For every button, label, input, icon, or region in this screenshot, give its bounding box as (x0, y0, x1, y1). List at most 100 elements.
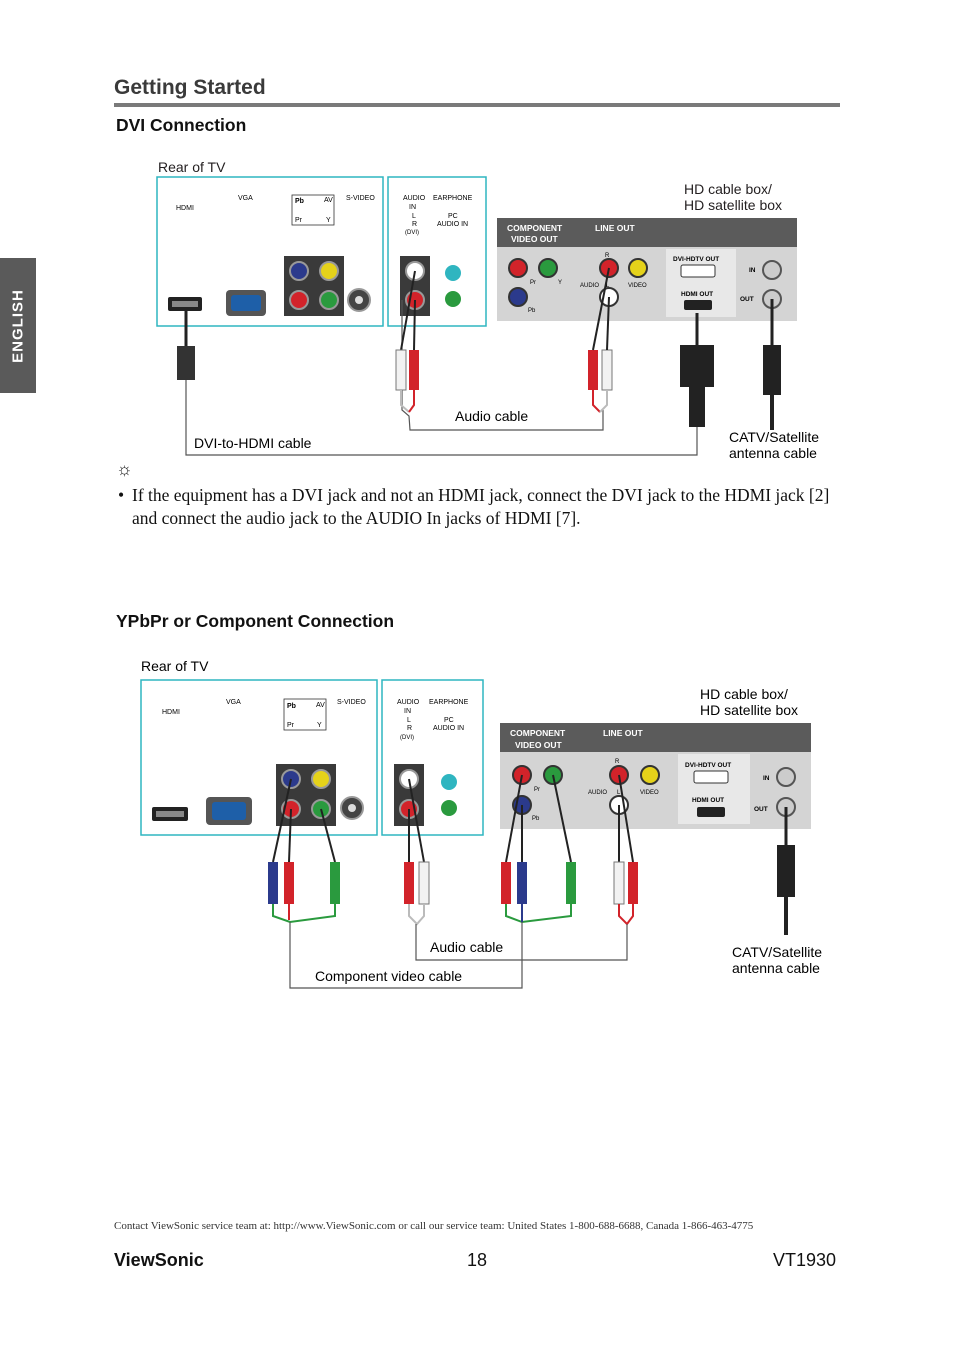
component-connection-diagram: Rear of TV HD cable box/ HD satellite bo… (140, 658, 822, 989)
tv-pb-jack (289, 261, 309, 281)
svg-text:R: R (615, 759, 620, 765)
comp-audio-cable (404, 774, 638, 961)
comp-video-cable-label: Component video cable (315, 968, 462, 984)
svg-text:(DVI): (DVI) (405, 230, 419, 236)
svg-text:Pb: Pb (532, 816, 540, 822)
hdmi-cable (177, 310, 698, 456)
tv-vga-label: VGA (238, 195, 253, 202)
svg-text:OUT: OUT (740, 296, 754, 303)
dvi-catv-label-1: CATV/Satellite (729, 429, 819, 445)
component-heading: YPbPr or Component Connection (116, 611, 395, 631)
dvi-catv-label-2: antenna cable (729, 445, 817, 461)
svg-text:VIDEO OUT: VIDEO OUT (511, 234, 559, 244)
comp-box-label-1: HD cable box/ (700, 686, 788, 702)
tv-pc-audio-jack (445, 291, 461, 307)
language-tab: ENGLISH (0, 258, 36, 393)
svg-text:S-VIDEO: S-VIDEO (337, 699, 366, 706)
title-rule (114, 103, 840, 107)
note-text: If the equipment has a DVI jack and not … (132, 485, 830, 528)
tv-audio-label: AUDIO (403, 195, 426, 202)
svg-text:COMPONENT: COMPONENT (510, 728, 566, 738)
tv-svideo-label: S-VIDEO (346, 195, 375, 202)
dvi-rear-label: Rear of TV (158, 159, 226, 175)
tv-earphone-label: EARPHONE (433, 195, 473, 202)
footer-brand: ViewSonic (114, 1250, 204, 1270)
box-pb-jack (508, 287, 528, 307)
tv-hdmi-label: HDMI (176, 205, 194, 212)
antenna-cable (763, 299, 781, 430)
tv-av-jack (319, 261, 339, 281)
svg-text:COMPONENT: COMPONENT (507, 223, 563, 233)
svg-text:AUDIO IN: AUDIO IN (437, 221, 468, 228)
svg-text:L: L (407, 717, 411, 724)
svg-text:IN: IN (404, 708, 411, 715)
svg-text:Pr: Pr (530, 280, 536, 286)
svg-text:HDMI: HDMI (162, 709, 180, 716)
svg-text:AUDIO: AUDIO (397, 699, 420, 706)
tv-av-label: AV (324, 197, 333, 204)
dvi-heading: DVI Connection (116, 115, 247, 135)
comp-box-dvi-port (693, 770, 729, 784)
comp-tv-av-jack (311, 769, 331, 789)
svg-text:Y: Y (558, 280, 562, 286)
comp-catv-label-2: antenna cable (732, 960, 820, 976)
dvi-note: • If the equipment has a DVI jack and no… (118, 484, 848, 530)
svg-text:PC: PC (444, 717, 454, 724)
svg-text:Pb: Pb (287, 703, 296, 710)
box-pr-jack (508, 258, 528, 278)
comp-tv-earphone-jack (441, 774, 457, 790)
footer-page-number: 18 (467, 1250, 488, 1270)
svg-text:Pb: Pb (528, 308, 536, 314)
dvi-connection-diagram: Rear of TV HD cable box/ HD satellite bo… (156, 159, 819, 461)
component-video-cable (268, 774, 576, 989)
comp-box-video-jack (640, 765, 660, 785)
svg-text:R: R (605, 253, 610, 259)
svg-text:L: L (412, 213, 416, 220)
comp-audio-cable-label: Audio cable (430, 939, 503, 955)
tv-earphone-jack (445, 265, 461, 281)
svg-text:VIDEO OUT: VIDEO OUT (515, 740, 563, 750)
footer-model: VT1930 (773, 1250, 837, 1270)
note-bullet: • (118, 485, 125, 505)
svg-text:AV: AV (316, 702, 325, 709)
comp-rear-label: Rear of TV (141, 658, 209, 674)
svg-text:VIDEO: VIDEO (640, 790, 659, 796)
svg-text:AUDIO IN: AUDIO IN (433, 725, 464, 732)
svg-text:OUT: OUT (754, 806, 768, 813)
svg-text:Y: Y (317, 722, 322, 729)
footer-contact: Contact ViewSonic service team at: http:… (114, 1220, 754, 1232)
tv-pr-jack (289, 290, 309, 310)
dvi-cable (680, 313, 714, 427)
svg-text:EARPHONE: EARPHONE (429, 699, 469, 706)
tv-pr-label: Pr (295, 217, 303, 224)
tv-pb-label: Pb (295, 198, 304, 205)
svg-text:IN: IN (749, 267, 756, 274)
svg-text:IN: IN (763, 775, 770, 782)
svg-text:L: L (617, 790, 621, 796)
dvi-audio-cable-label: Audio cable (455, 408, 528, 424)
tv-y-jack (319, 290, 339, 310)
svg-text:HDMI OUT: HDMI OUT (681, 291, 713, 298)
svg-text:Pr: Pr (287, 722, 295, 729)
svg-text:DVI-HDTV OUT: DVI-HDTV OUT (673, 256, 719, 263)
svg-text:HDMI OUT: HDMI OUT (692, 797, 724, 804)
tv-panel-left (156, 176, 384, 327)
tip-icon: ☼ (116, 459, 133, 479)
svg-text:R: R (412, 221, 417, 228)
comp-box-label-2: HD satellite box (700, 702, 798, 718)
page-title: Getting Started (114, 76, 266, 99)
comp-box-hdmi-port (697, 807, 725, 817)
comp-box-antenna-in (776, 767, 796, 787)
box-antenna-in (762, 260, 782, 280)
dvi-hdmi-cable-label: DVI-to-HDMI cable (194, 435, 312, 451)
audio-cable (395, 267, 613, 431)
svg-text:LINE OUT: LINE OUT (595, 223, 635, 233)
svg-text:AUDIO: AUDIO (580, 283, 599, 289)
svg-text:LINE OUT: LINE OUT (603, 728, 643, 738)
svg-text:VIDEO: VIDEO (628, 283, 647, 289)
tv-y-label: Y (326, 217, 331, 224)
svg-text:VGA: VGA (226, 699, 241, 706)
svg-text:IN: IN (409, 204, 416, 211)
svg-text:PC: PC (448, 213, 458, 220)
svg-text:R: R (407, 725, 412, 732)
